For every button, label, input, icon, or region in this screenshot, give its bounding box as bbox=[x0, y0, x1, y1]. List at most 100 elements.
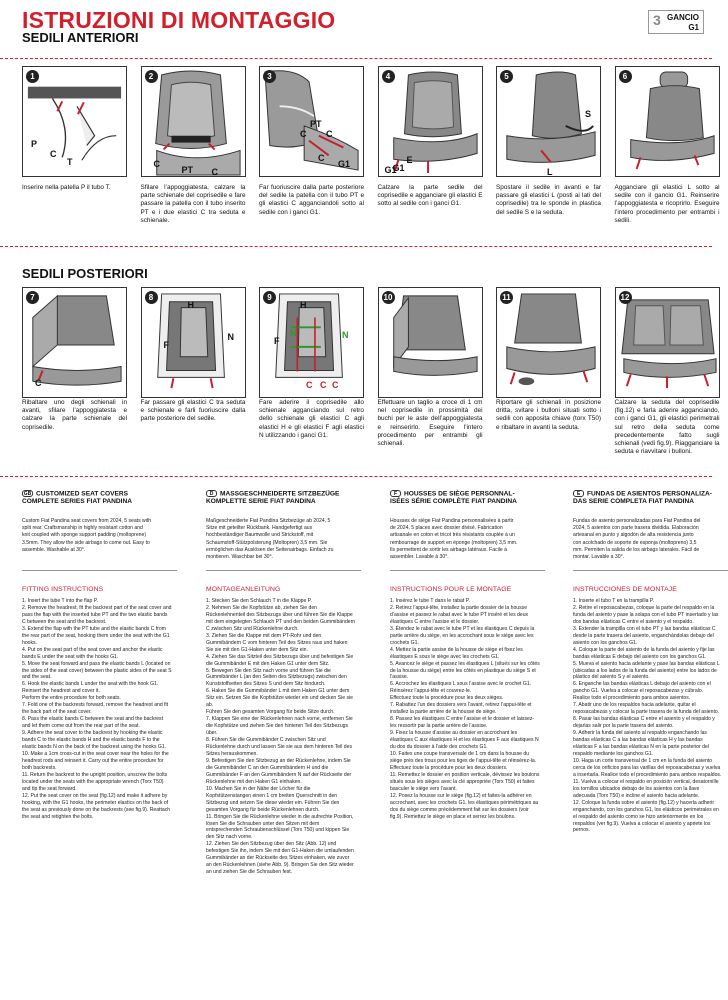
language-title: MASSGESCHNEIDERTE SITZBEZÜGE KOMPLETTE S… bbox=[206, 490, 340, 506]
diagram-label: N bbox=[290, 328, 297, 338]
instructions-title: INSTRUCCIONES DE MONTAJE bbox=[573, 586, 677, 593]
step-caption: Fare aderire il coprisedile allo schiena… bbox=[259, 399, 364, 439]
seat-drawing bbox=[506, 71, 596, 163]
diagram-label: F bbox=[163, 340, 170, 350]
seat-drawing bbox=[620, 299, 717, 389]
step-caption: Far passare gli elastici C tra seduta e … bbox=[140, 399, 246, 423]
diagram-label: C bbox=[320, 380, 327, 390]
step-caption: Ribaltare uno degli schienali in avanti,… bbox=[22, 399, 127, 431]
seat-drawing bbox=[27, 86, 122, 161]
step-caption: Calzare la parte sedile del coprisedile … bbox=[377, 184, 483, 208]
step-caption: Agganciare gli elastici L sotto al sedil… bbox=[614, 184, 720, 224]
diagram-label: N bbox=[342, 330, 349, 340]
instruction-steps: 1. Insérez le tube T dans le rabat P. 2.… bbox=[390, 598, 540, 820]
step-number-badge: 9 bbox=[263, 291, 276, 304]
step-caption: Riportare gli schienali in posizione dri… bbox=[496, 399, 601, 431]
step-caption: Calzare la seduta del coprisedile (fig.1… bbox=[614, 399, 720, 456]
instructions-title: MONTAGEANLEITUNG bbox=[206, 586, 281, 593]
divider bbox=[0, 246, 712, 247]
diagram-label: G1 bbox=[338, 159, 351, 169]
seat-drawing bbox=[392, 295, 478, 376]
instruction-steps: 1. Stecken Sie den Schlauch T in die Kla… bbox=[206, 598, 356, 876]
step-number-badge: 5 bbox=[500, 70, 513, 83]
diagram-label: G1 bbox=[392, 163, 405, 173]
language-title: CUSTOMIZED SEAT COVERS COMPLETE SERIES F… bbox=[22, 490, 133, 506]
step-number-badge: 1 bbox=[26, 70, 39, 83]
diagram-label: C bbox=[35, 378, 42, 388]
diagram-label: H bbox=[300, 300, 307, 310]
diagram-label: E bbox=[406, 155, 413, 165]
diagram-label: H bbox=[187, 300, 195, 310]
diagram-label: PT bbox=[310, 119, 322, 129]
diagram-label: F bbox=[274, 336, 280, 346]
diagram-label: PT bbox=[181, 165, 194, 175]
step-number-badge: 11 bbox=[500, 291, 513, 304]
step-number-badge: 10 bbox=[381, 291, 395, 304]
seat-drawing bbox=[32, 294, 122, 386]
diagram-label: C bbox=[318, 153, 325, 163]
seat-drawing bbox=[629, 71, 715, 170]
seat-drawing bbox=[156, 293, 225, 389]
diagram-label: C bbox=[306, 380, 313, 390]
flag-icon: E bbox=[573, 490, 584, 497]
instruction-steps: 1. Inserte el tubo T en la trampilla P. … bbox=[573, 598, 722, 834]
divider bbox=[206, 570, 361, 571]
flag-icon: GB bbox=[22, 490, 33, 497]
product-intro: Fundas de asiento personalizadas para Fi… bbox=[573, 518, 701, 561]
divider bbox=[390, 570, 545, 571]
step-caption: Spostare il sedile in avanti e far passa… bbox=[496, 184, 601, 216]
diagram-label: G1 bbox=[384, 165, 397, 175]
diagram-label: L bbox=[547, 167, 553, 177]
step-illustration: 11 bbox=[496, 287, 601, 398]
product-intro: Housses de siège Fiat Pandina personnali… bbox=[390, 518, 518, 561]
divider bbox=[22, 570, 177, 571]
divider bbox=[0, 58, 712, 59]
step-caption: Sfilare l’appoggiatesta, calzare la part… bbox=[140, 184, 246, 224]
seat-drawing bbox=[264, 70, 359, 171]
step-illustration: 12 bbox=[614, 287, 720, 398]
step-number-badge: 12 bbox=[618, 291, 632, 304]
step-caption: Inserire nella patella P il tubo T. bbox=[22, 184, 111, 191]
hook-badge: 3 GANCIO G1 bbox=[648, 10, 704, 34]
seat-drawing bbox=[392, 71, 478, 173]
diagram-label: N bbox=[227, 332, 235, 342]
step-illustration: 10 bbox=[377, 287, 483, 398]
diagram-label: C bbox=[153, 159, 161, 169]
divider bbox=[573, 570, 728, 571]
product-intro: Custom Fiat Pandina seat covers from 202… bbox=[22, 518, 152, 553]
language-title: FUNDAS DE ASIENTOS PERSONALIZA- DAS SERI… bbox=[573, 490, 712, 506]
front-seats-title: SEDILI ANTERIORI bbox=[22, 30, 139, 45]
diagram-label: P bbox=[31, 139, 38, 149]
diagram-label: C bbox=[332, 380, 339, 390]
hook-icon: 3 bbox=[653, 12, 661, 28]
product-intro: Maßgeschneiderte Fiat Pandina Sitzbezüge… bbox=[206, 518, 334, 561]
step-number-badge: 4 bbox=[381, 70, 395, 83]
diagram-label: C bbox=[211, 167, 219, 177]
diagram-label: T bbox=[67, 157, 73, 167]
diagram-label: S bbox=[585, 109, 592, 119]
instructions-title: INSTRUCTIONS POUR LE MONTAGE bbox=[390, 586, 512, 593]
step-number-badge: 3 bbox=[263, 70, 276, 83]
flag-icon: D bbox=[206, 490, 217, 497]
language-title: HOUSSES DE SIÈGE PERSONNAL- ISÉES SÉRIE … bbox=[390, 490, 517, 506]
step-number-badge: 7 bbox=[26, 291, 39, 304]
hook-badge-label: GANCIO G1 bbox=[667, 13, 699, 32]
step-caption: Effettuare un taglio a croce di 1 cm nel… bbox=[377, 399, 483, 448]
step-caption: Far fuoriuscire dalla parte posteriore d… bbox=[259, 184, 364, 216]
diagram-label: C bbox=[50, 149, 57, 159]
step-number-badge: 6 bbox=[618, 70, 632, 83]
instruction-steps: 1. Insert the tube T into the flap P. 2.… bbox=[22, 598, 172, 820]
instructions-title: FITTING INSTRUCTIONS bbox=[22, 586, 104, 593]
rear-seats-title: SEDILI POSTERIORI bbox=[22, 266, 148, 281]
